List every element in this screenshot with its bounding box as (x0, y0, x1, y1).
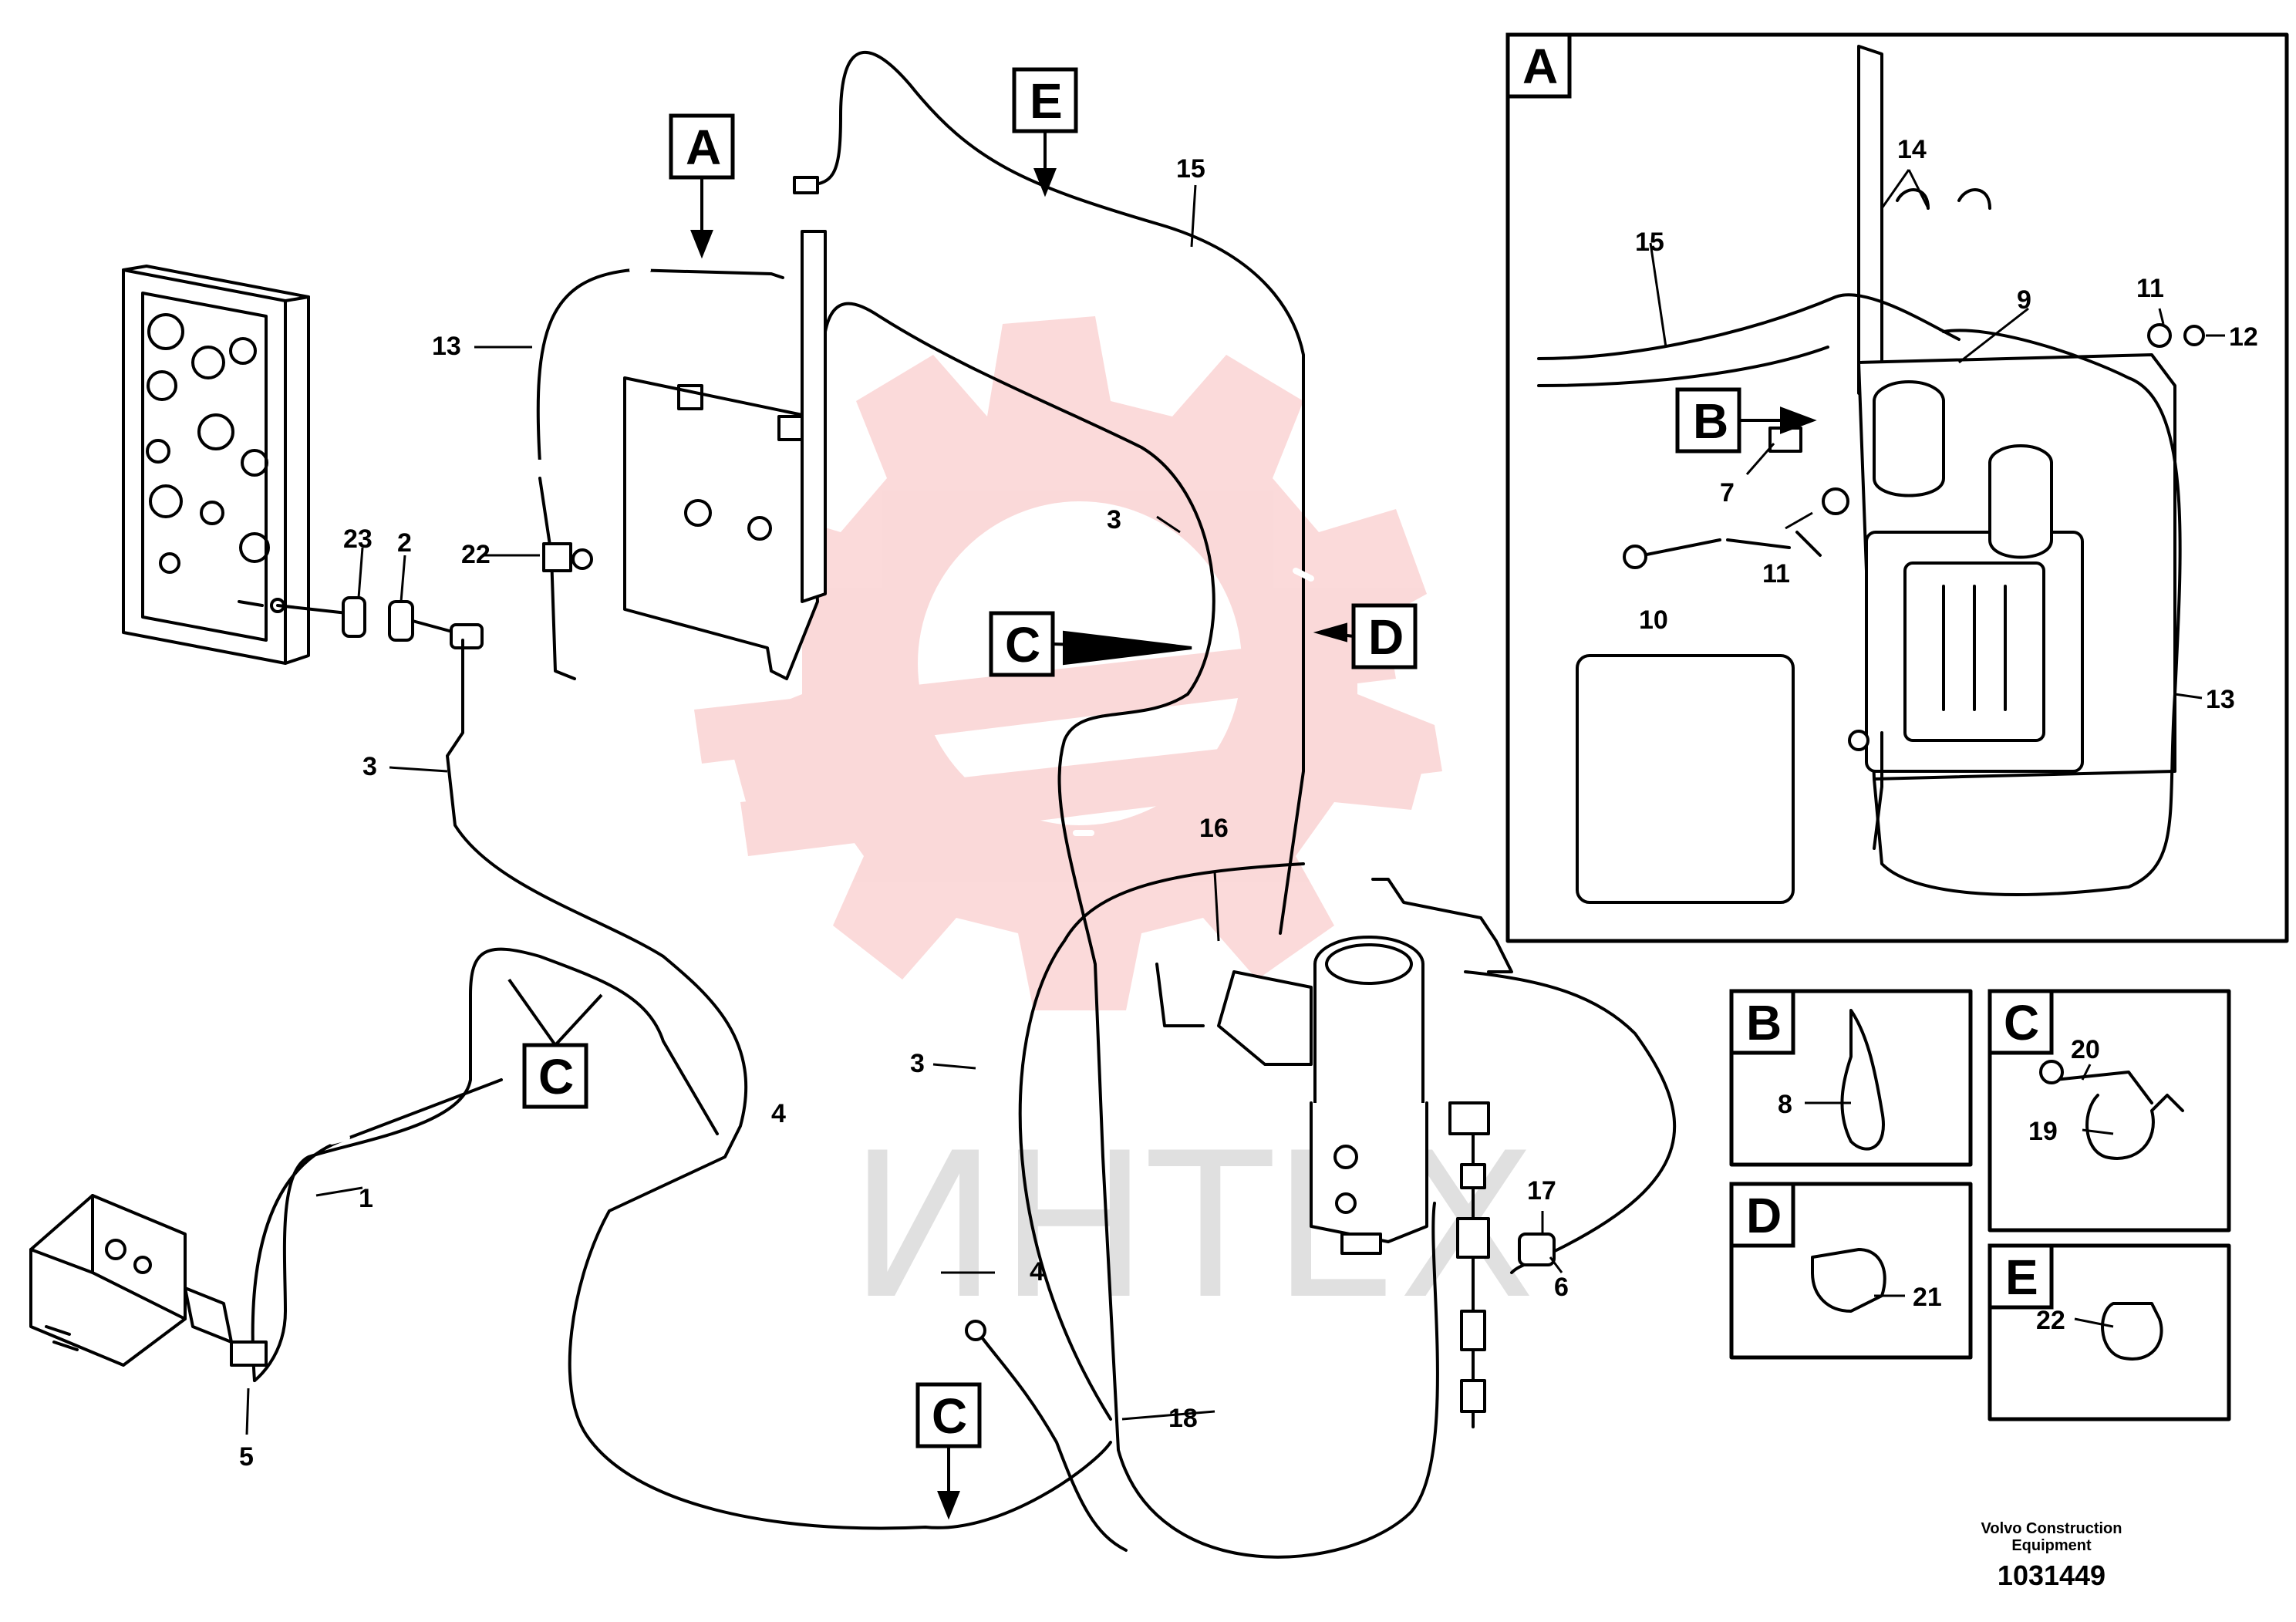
label-box-c-left (522, 1043, 588, 1109)
label-c-mid: C (1005, 617, 1040, 673)
label-c-bottom: C (932, 1388, 967, 1444)
detail-a-panel (1505, 32, 2289, 943)
ground-strap-18 (978, 1333, 1128, 1552)
label-box-a-main (669, 113, 735, 180)
clamp-band (1371, 878, 1513, 973)
part-number-1: 1 (359, 1184, 373, 1213)
part-number-15-main: 15 (1176, 154, 1205, 184)
part-number-12: 12 (2229, 322, 2258, 352)
part-number-11-top: 11 (2136, 274, 2164, 303)
label-d-main: D (1368, 609, 1404, 665)
part-number-13: 13 (432, 332, 461, 361)
valve-block (29, 1194, 268, 1367)
label-box-c-bottom (915, 1382, 982, 1448)
hose-left-of-tank (1018, 862, 1305, 1421)
part-number-22-detail: 22 (2036, 1306, 2065, 1335)
pointer-arrows (507, 131, 1817, 1520)
part-number-18: 18 (1168, 1404, 1198, 1433)
hose-1 (251, 1078, 503, 1382)
part-number-3-left: 3 (362, 752, 377, 781)
part-number-8: 8 (1778, 1090, 1792, 1119)
hose-3-upper (824, 302, 1439, 1559)
label-box-c-corner (1988, 989, 2054, 1055)
label-b-detail: B (1693, 393, 1728, 449)
part-number-9: 9 (2017, 285, 2031, 315)
label-e-corner: E (2005, 1249, 2038, 1305)
label-c-corner: C (2004, 995, 2039, 1050)
label-box-a-detail (1505, 32, 1572, 99)
part-number-7: 7 (1720, 478, 1735, 508)
control-unit-plate (623, 230, 827, 680)
drawing-number: 1031449 (1998, 1560, 2106, 1591)
label-e-main: E (1030, 73, 1063, 129)
part-number-11-low: 11 (1762, 559, 1790, 588)
mounting-panel (122, 265, 310, 665)
detail-c-panel (1988, 989, 2231, 1233)
part-number-3-low: 3 (910, 1049, 925, 1078)
part-number-19: 19 (2028, 1117, 2058, 1146)
fitting-chain (1448, 1101, 1556, 1428)
part-number-4-left: 4 (771, 1099, 786, 1128)
cable-15 (801, 50, 1305, 935)
label-a-detail: A (1522, 39, 1558, 94)
label-box-e-main (1012, 67, 1078, 133)
label-box-b-corner (1729, 989, 1795, 1055)
label-box-d-corner (1729, 1182, 1795, 1248)
part-number-17: 17 (1527, 1176, 1556, 1206)
label-c-left: C (538, 1049, 574, 1104)
part-number-21: 21 (1913, 1283, 1942, 1312)
label-b-corner: B (1746, 995, 1782, 1050)
fitting-23 (276, 596, 484, 649)
part-number-20: 20 (2071, 1035, 2100, 1064)
leader-lines (245, 169, 2225, 1435)
cable-13-lower (538, 477, 576, 680)
part-number-23: 23 (343, 524, 373, 554)
pump-unit (1155, 936, 1428, 1255)
part-number-22: 22 (461, 540, 491, 569)
clamp-22 (542, 542, 572, 572)
label-boxes (522, 32, 2054, 1448)
watermark-logo (694, 316, 1442, 1010)
part-number-3-mid: 3 (1107, 505, 1121, 534)
detail-d-panel (1729, 1182, 1973, 1360)
part-number-16: 16 (1199, 814, 1229, 843)
label-d-corner: D (1746, 1188, 1782, 1243)
part-number-15-detail: 15 (1635, 228, 1664, 257)
credit-line-2: Equipment (2011, 1537, 2092, 1554)
part-number-4-right: 4 (1030, 1257, 1044, 1286)
part-number-2: 2 (397, 528, 412, 558)
label-box-e-corner (1988, 1243, 2054, 1310)
detail-b-panel (1729, 989, 1973, 1167)
label-a-main: A (686, 120, 721, 175)
detail-e-panel (1988, 1243, 2231, 1421)
part-number-14: 14 (1897, 135, 1927, 164)
part-number-5: 5 (239, 1442, 254, 1472)
part-number-13-detail: 13 (2206, 685, 2235, 714)
hose-c-loop (253, 947, 719, 1382)
credit-line-1: Volvo Construction (1981, 1520, 2122, 1537)
part-number-6: 6 (1554, 1273, 1569, 1302)
hose-3-lower (446, 639, 1112, 1530)
label-box-c-mid (989, 611, 1055, 677)
break-marks (329, 267, 1314, 1145)
cable-13 (536, 268, 784, 464)
part-number-10: 10 (1639, 605, 1668, 635)
